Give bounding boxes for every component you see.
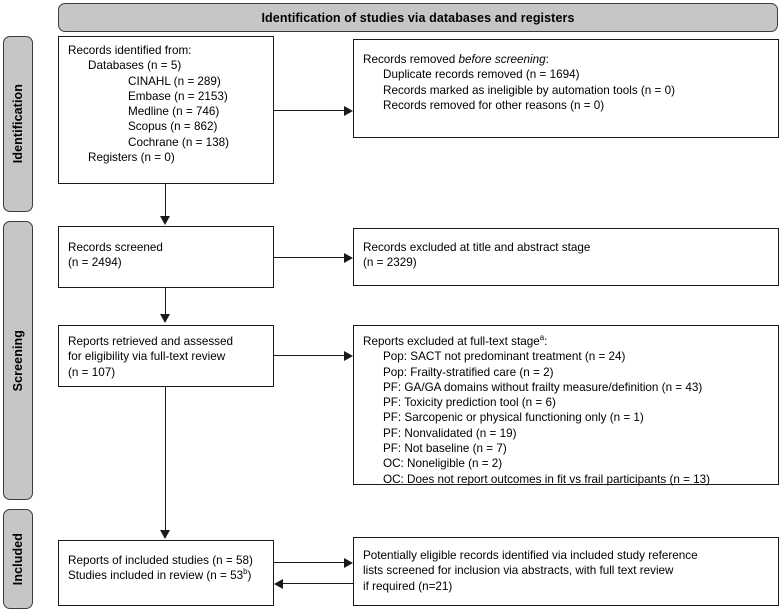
stage-label-screening: Screening [11,329,25,392]
connector-retrieved-to-excluded-fulltext [274,355,344,357]
records-removed-line-1: Duplicate records removed (n = 1694) [383,68,580,82]
reports-excluded-title-tail: : [544,335,548,348]
box-records-removed: Records removed before screening: Duplic… [353,39,779,138]
reports-excluded-line-5: PF: Nonvalidated (n = 19) [383,426,517,440]
connector-identified-to-screened [165,184,167,218]
box-reports-included: Reports of included studies (n = 58) Stu… [58,540,274,606]
citation-searching-line-0: Potentially eligible records identified … [363,549,698,562]
records-removed-title-pre: Records removed [363,53,459,66]
arrow-identified-to-removed [344,105,353,116]
connector-identified-to-removed [274,110,344,112]
reports-excluded-line-3: PF: Toxicity prediction tool (n = 6) [383,396,556,410]
arrow-citation-to-included [274,578,283,589]
stage-bar-identification: Identification [3,36,33,212]
reports-retrieved-line-2: (n = 107) [68,365,116,379]
reports-excluded-title-text: Reports excluded at full-text stage [363,335,540,348]
box-reports-retrieved: Reports retrieved and assessed for eligi… [58,325,274,387]
reports-excluded-line-1: Pop: Frailty-stratified care (n = 2) [383,365,554,379]
box-records-screened: Records screened (n = 2494) [58,226,274,288]
reports-included-line-1: Reports of included studies (n = 58) [68,554,253,567]
header-title: Identification of studies via databases … [261,10,575,25]
records-identified-line-7: Registers (n = 0) [88,151,175,165]
records-removed-title-italic: before screening [458,53,546,66]
reports-excluded-line-0: Pop: SACT not predominant treatment (n =… [383,350,626,364]
records-screened-line-0: Records screened [68,241,163,254]
reports-included-line-2-pre: Studies included in review (n = 53 [68,569,244,583]
stage-label-identification: Identification [11,84,25,164]
box-records-excluded-title-abstract: Records excluded at title and abstract s… [353,228,779,286]
box-records-identified: Records identified from: Databases (n = … [58,36,274,184]
reports-included-line-2-post: ) [247,569,252,583]
reports-retrieved-line-0: Reports retrieved and assessed [68,335,234,348]
records-excluded-ta-line-1: (n = 2329) [363,256,417,270]
arrow-retrieved-to-excluded-fulltext [344,350,353,361]
records-excluded-ta-line-0: Records excluded at title and abstract s… [363,241,591,254]
records-screened-line-1: (n = 2494) [68,256,122,270]
reports-excluded-line-8: OC: Does not report outcomes in fit vs f… [383,472,711,486]
reports-excluded-title: Reports excluded at full-text stagea: [363,334,771,349]
records-identified-line-1: Databases (n = 5) [88,59,182,73]
citation-searching-line-2: if required (n=21) [363,579,453,593]
records-removed-line-2: Records marked as ineligible by automati… [383,83,676,97]
records-identified-line-5: Scopus (n = 862) [128,120,218,134]
reports-retrieved-line-1: for eligibility via full-text review [68,350,226,364]
reports-excluded-title-superscript: a [539,333,545,343]
records-identified-line-2: CINAHL (n = 289) [128,74,221,88]
reports-included-line-2: Studies included in review (n = 53b) [68,568,266,583]
records-identified-line-3: Embase (n = 2153) [128,89,228,103]
stage-bar-included: Included [3,509,33,609]
records-removed-title: Records removed before screening: [363,52,771,67]
records-removed-line-3: Records removed for other reasons (n = 0… [383,98,605,112]
arrow-included-to-citation [344,557,353,568]
connector-included-to-citation [274,562,344,564]
records-identified-line-6: Cochrane (n = 138) [128,135,230,149]
connector-citation-to-included [283,583,353,585]
connector-retrieved-to-included [165,387,167,532]
connector-screened-to-excluded-ta [274,257,344,259]
connector-screened-to-retrieved [165,288,167,316]
citation-searching-line-1: lists screened for inclusion via abstrac… [363,564,674,578]
reports-excluded-line-6: PF: Not baseline (n = 7) [383,442,507,456]
stage-label-included: Included [11,532,25,586]
reports-excluded-line-4: PF: Sarcopenic or physical functioning o… [383,411,644,425]
records-removed-title-tail: : [545,53,549,66]
stage-bar-screening: Screening [3,221,33,500]
reports-excluded-line-2: PF: GA/GA domains without frailty measur… [383,380,703,394]
arrow-screened-to-excluded-ta [344,252,353,263]
reports-excluded-line-7: OC: Noneligible (n = 2) [383,457,503,471]
reports-included-line-2-superscript: b [243,567,248,577]
arrow-retrieved-to-included [160,530,171,539]
box-reports-excluded-fulltext: Reports excluded at full-text stagea: Po… [353,325,779,486]
arrow-screened-to-retrieved [160,314,171,323]
records-identified-line-0: Records identified from: [68,44,192,57]
header-bar: Identification of studies via databases … [58,3,778,32]
box-citation-searching: Potentially eligible records identified … [353,537,779,606]
records-identified-line-4: Medline (n = 746) [128,105,220,119]
arrow-identified-to-screened [160,216,171,225]
